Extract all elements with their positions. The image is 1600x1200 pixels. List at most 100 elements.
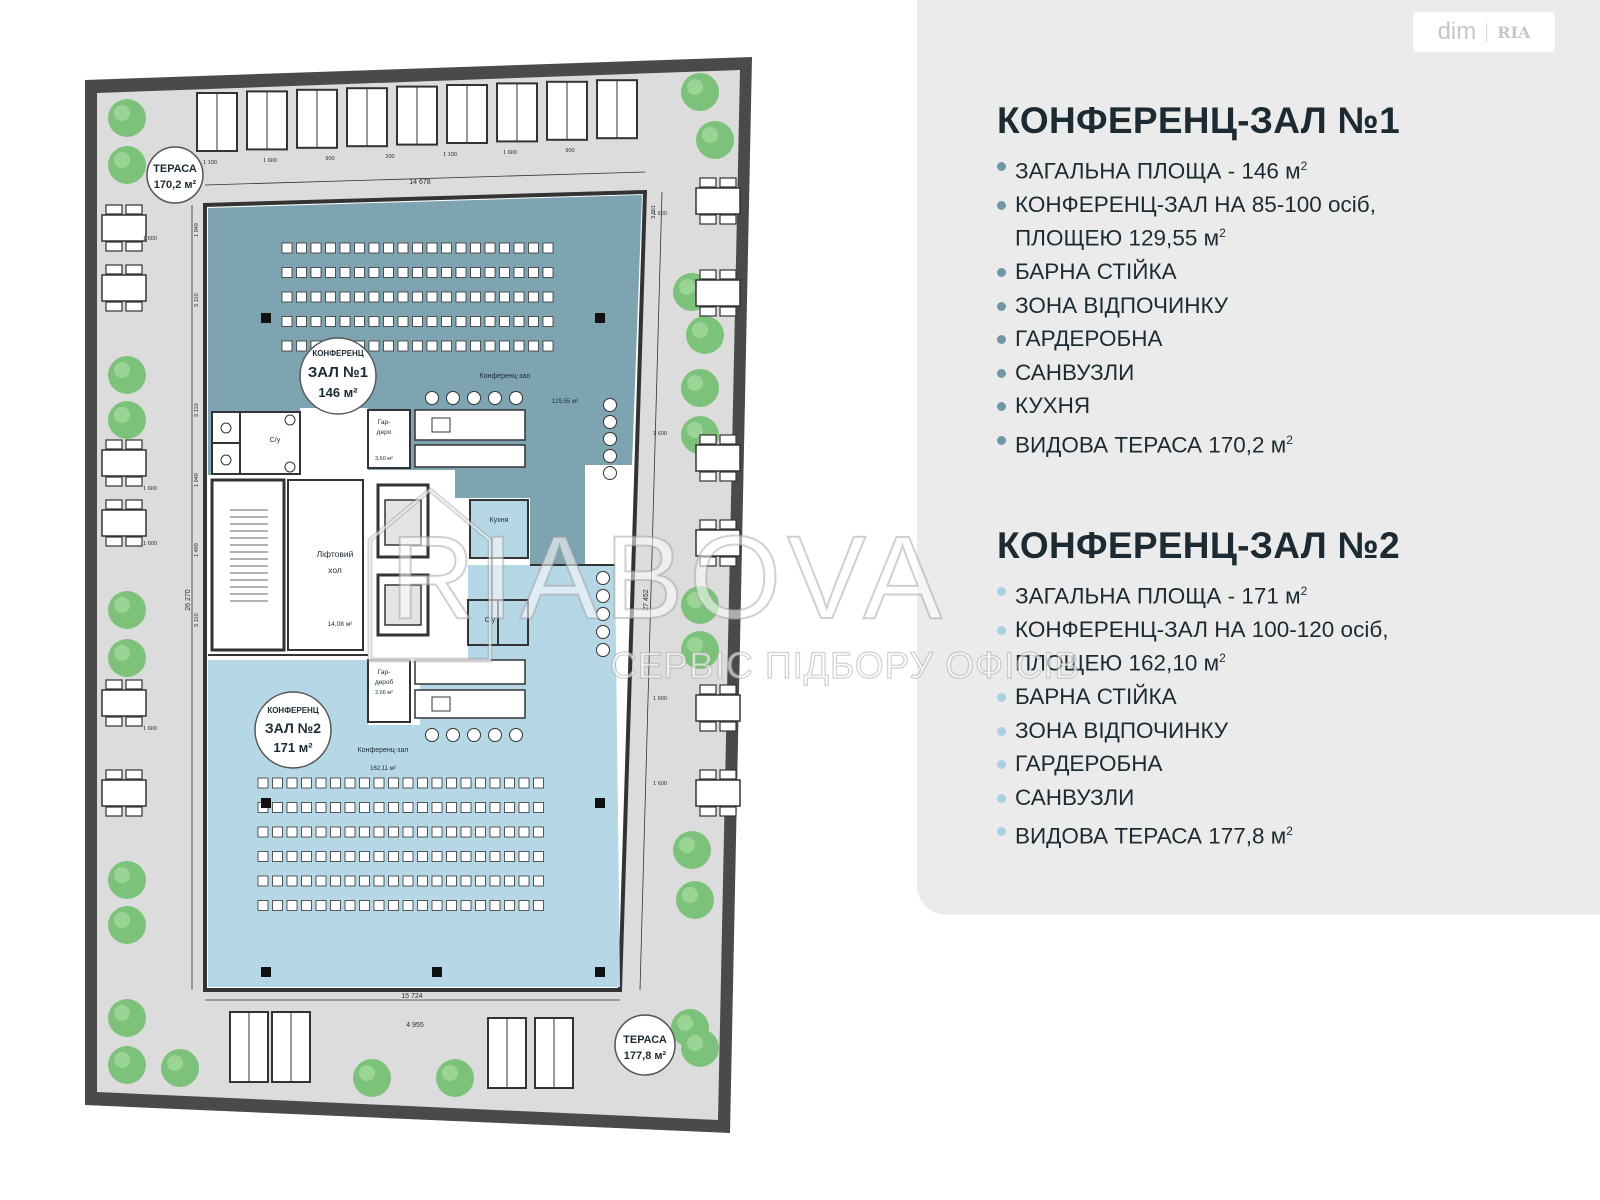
seat [412, 340, 423, 352]
seat [518, 777, 530, 789]
bullet-icon [997, 726, 1006, 736]
terrace-chair [125, 769, 143, 780]
seat [417, 851, 428, 862]
feature-text: ЗАГАЛЬНА ПЛОЩА - 171 м [1015, 583, 1301, 609]
terrace-chair [719, 556, 737, 567]
terrace-table [101, 779, 147, 807]
stool [446, 728, 460, 742]
seat [441, 316, 452, 327]
wardrobe-1-label: Гар- [378, 419, 391, 426]
hall-2-badge: КОНФЕРЕНЦ ЗАЛ №2 171 м² [254, 691, 332, 769]
seat [484, 267, 496, 278]
seat [325, 267, 336, 278]
seat [301, 802, 312, 813]
stool [425, 728, 439, 742]
seat [455, 316, 467, 327]
stool [509, 391, 523, 405]
seat [542, 291, 554, 303]
seat [373, 777, 385, 789]
seat [301, 826, 312, 838]
tree-highlight [687, 422, 703, 438]
tree-highlight [702, 127, 718, 143]
superscript: 2 [1286, 824, 1293, 838]
toilet-icon [284, 414, 296, 426]
seat [489, 777, 501, 789]
sink-icon [431, 696, 451, 712]
bar-shelf-1 [414, 444, 526, 468]
tree-highlight [359, 1065, 375, 1081]
hall-1-badge-line2: ЗАЛ №1 [308, 364, 368, 381]
seat [470, 340, 481, 352]
dimension-label: 1 600 [653, 781, 667, 787]
wardrobe-2-area: 2,66 м² [375, 690, 393, 696]
seat [397, 291, 409, 303]
seat [533, 777, 544, 789]
dimension-label: 1 600 [653, 696, 667, 702]
seat [417, 900, 428, 911]
seat [446, 777, 457, 789]
seat [441, 291, 452, 303]
tree-highlight [114, 152, 130, 168]
terrace-table [101, 509, 147, 537]
seat [431, 900, 443, 911]
seat [470, 316, 481, 327]
seat [383, 340, 394, 352]
tree-highlight [114, 1052, 130, 1068]
seat [257, 851, 269, 862]
seat [383, 291, 394, 303]
seat [431, 802, 443, 813]
seat [431, 875, 443, 887]
stool [603, 398, 617, 412]
hall-1-title: КОНФЕРЕНЦ-ЗАЛ №1 [997, 100, 1400, 141]
seat [460, 875, 472, 887]
seat [388, 777, 399, 789]
seat [296, 291, 307, 303]
hall-2-section: КОНФЕРЕНЦ-ЗАЛ №2 ЗАГАЛЬНА ПЛОЩА - 171 м2… [997, 525, 1577, 856]
seat [359, 875, 370, 887]
seat [499, 340, 510, 352]
seat [417, 875, 428, 887]
seat [528, 242, 539, 254]
terrace-chair [105, 264, 123, 275]
dim-ria-logo[interactable]: dim RIA [1413, 12, 1555, 52]
terrace-chair [719, 471, 737, 482]
feature-text: ЗАГАЛЬНА ПЛОЩА - 146 м [1015, 158, 1301, 184]
seat [383, 316, 394, 327]
feature-item: ЗОНА ВІДПОЧИНКУ [997, 292, 1577, 320]
feature-text: ГАРДЕРОБНА [1015, 326, 1163, 351]
seat [460, 777, 472, 789]
stool [596, 589, 610, 603]
lift-hall [287, 479, 364, 651]
bullet-icon [997, 268, 1006, 277]
feature-item: ЗАГАЛЬНА ПЛОЩА - 171 м2 [997, 577, 1577, 611]
logo-dim-text: dim [1437, 18, 1477, 45]
seat [281, 242, 293, 254]
seat [301, 900, 312, 911]
seat [475, 851, 486, 862]
terrace-chair [719, 214, 737, 225]
bullet-icon [997, 587, 1006, 596]
bullet-icon [997, 793, 1006, 803]
bullet-icon [997, 827, 1006, 836]
terrace-chair [105, 301, 123, 312]
seat [412, 267, 423, 278]
seat [310, 291, 322, 303]
feature-text: ГАРДЕРОБНА [1015, 751, 1163, 776]
stool [603, 415, 617, 429]
seat [354, 242, 365, 254]
feature-text: ЗОНА ВІДПОЧИНКУ [1015, 717, 1229, 743]
seat [296, 316, 307, 327]
tree-highlight [167, 1055, 183, 1071]
seat [513, 340, 525, 352]
seat [310, 242, 322, 254]
terrace-1-area: 170,2 м² [154, 179, 197, 191]
hall-1-badge: КОНФЕРЕНЦ ЗАЛ №1 146 м² [299, 337, 377, 415]
seat [402, 875, 414, 887]
seat [315, 875, 327, 887]
terrace-1-label: ТЕРАСА [153, 163, 197, 175]
feature-item: БАРНА СТІЙКА [997, 258, 1577, 286]
seat [354, 316, 365, 327]
seat [383, 242, 394, 254]
